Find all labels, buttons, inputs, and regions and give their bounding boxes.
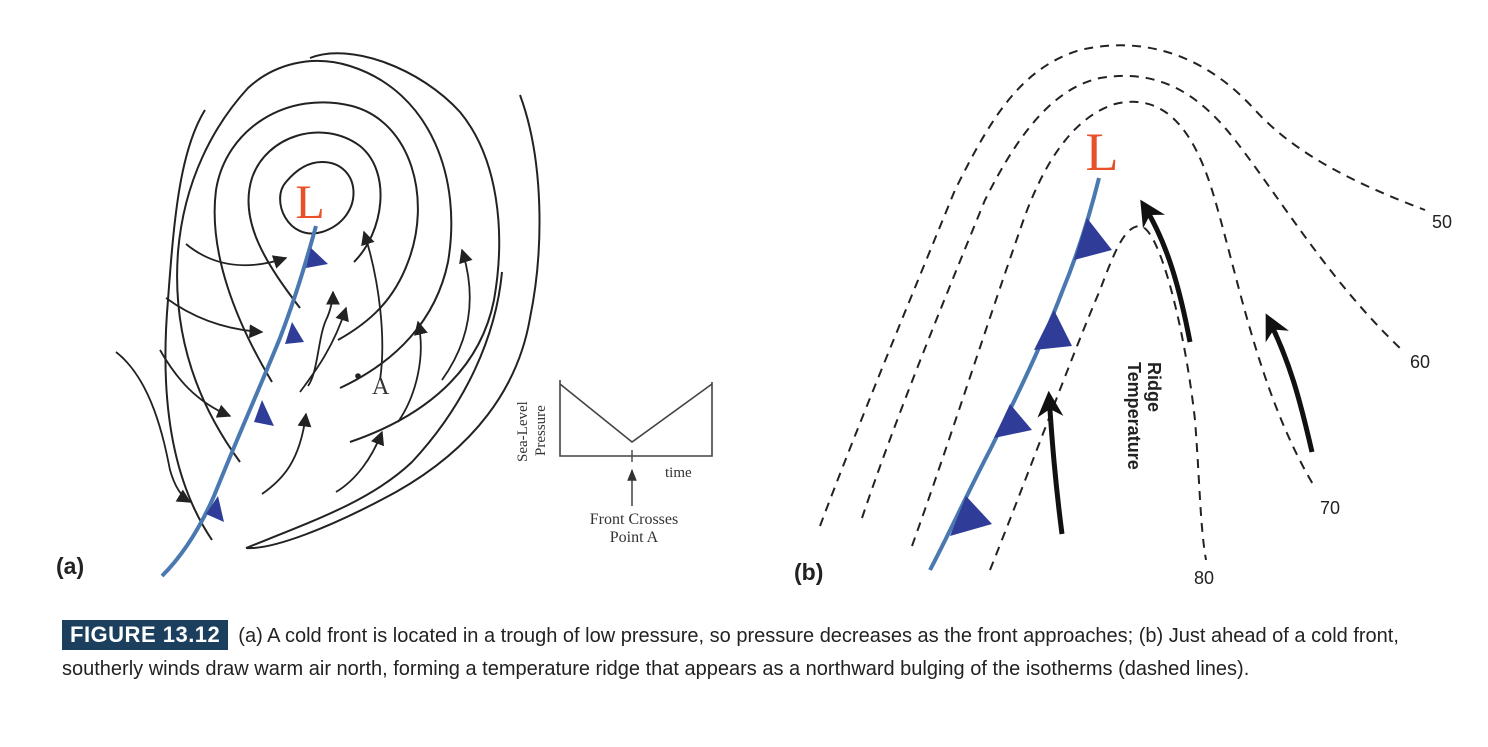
inset-x-label: time xyxy=(665,465,692,481)
isotherms xyxy=(819,44,1426,571)
isobar-3 xyxy=(213,101,419,383)
wind-arrow xyxy=(1140,199,1193,343)
panel-a: L A (a) xyxy=(56,52,541,579)
inset-annotation-line1: Front Crosses xyxy=(590,511,678,528)
wind-arrow xyxy=(397,320,428,423)
wind-arrows xyxy=(115,230,473,503)
wind-arrow xyxy=(115,351,192,503)
isotherm-60 xyxy=(861,74,1403,519)
wind-arrow xyxy=(261,412,312,495)
isobar-6 xyxy=(245,94,541,550)
pressure-trace-inset: Sea-Level Pressure time Front Crosses Po… xyxy=(515,380,713,546)
panel-a-label: (a) xyxy=(56,553,84,579)
cold-front-triangle xyxy=(950,496,992,536)
cold-front-b xyxy=(928,177,1112,571)
point-a-marker xyxy=(355,373,361,379)
figure-caption: FIGURE 13.12(a) A cold front is located … xyxy=(62,620,1442,686)
isobar-1 xyxy=(279,160,355,235)
wind-arrow xyxy=(361,230,384,381)
cold-front-line xyxy=(928,177,1101,571)
isobar-2 xyxy=(247,131,382,309)
inset-y-label-line2: Pressure xyxy=(533,405,549,456)
panel-b-label: (b) xyxy=(794,559,823,585)
isotherm-label-70: 70 xyxy=(1320,498,1340,518)
wind-arrow xyxy=(441,248,473,381)
ridge-label-line2: Ridge xyxy=(1144,362,1164,412)
wind-arrow xyxy=(165,297,264,339)
cold-front-triangle xyxy=(1074,218,1112,260)
low-pressure-symbol-a: L xyxy=(295,176,324,229)
wind-arrow xyxy=(299,306,349,393)
ridge-label-line1: Temperature xyxy=(1124,362,1144,470)
isotherm-label-60: 60 xyxy=(1410,352,1430,372)
low-pressure-symbol-b: L xyxy=(1086,122,1119,182)
temperature-ridge-label: Temperature Ridge xyxy=(1124,362,1164,475)
figure-number-badge: FIGURE 13.12 xyxy=(62,620,229,650)
wind-arrow xyxy=(185,243,288,269)
cold-front-triangle xyxy=(994,404,1032,438)
isotherm-50 xyxy=(819,44,1426,527)
panel-b: L Temperature Ridge 50 60 70 80 (b) xyxy=(794,44,1452,588)
warm-advection-arrows xyxy=(1037,199,1315,535)
inset-axes xyxy=(559,380,713,457)
cold-front-triangle xyxy=(206,496,224,522)
caption-text: (a) A cold front is located in a trough … xyxy=(62,625,1399,680)
wind-arrow xyxy=(1037,390,1065,535)
cold-front-triangle xyxy=(285,322,304,344)
isotherm-label-80: 80 xyxy=(1194,568,1214,588)
inset-annotation-line2: Point A xyxy=(610,529,659,546)
wind-arrow xyxy=(159,349,232,418)
isobar-4 xyxy=(176,59,453,463)
wind-arrow xyxy=(307,290,340,387)
wind-arrow xyxy=(1265,313,1315,453)
pressure-curve xyxy=(559,383,713,444)
point-a-label: A xyxy=(372,374,390,400)
isotherm-label-50: 50 xyxy=(1432,212,1452,232)
cold-front-a xyxy=(160,225,328,578)
inset-y-label-line1: Sea-Level xyxy=(515,401,531,462)
cold-front-triangle xyxy=(306,248,328,268)
wind-arrow xyxy=(335,430,385,493)
cold-front-triangle xyxy=(1034,310,1072,350)
cold-front-line xyxy=(160,225,318,578)
cold-front-triangle xyxy=(254,400,274,426)
isotherm-70 xyxy=(911,100,1315,547)
inset-y-label: Sea-Level Pressure xyxy=(515,397,549,462)
